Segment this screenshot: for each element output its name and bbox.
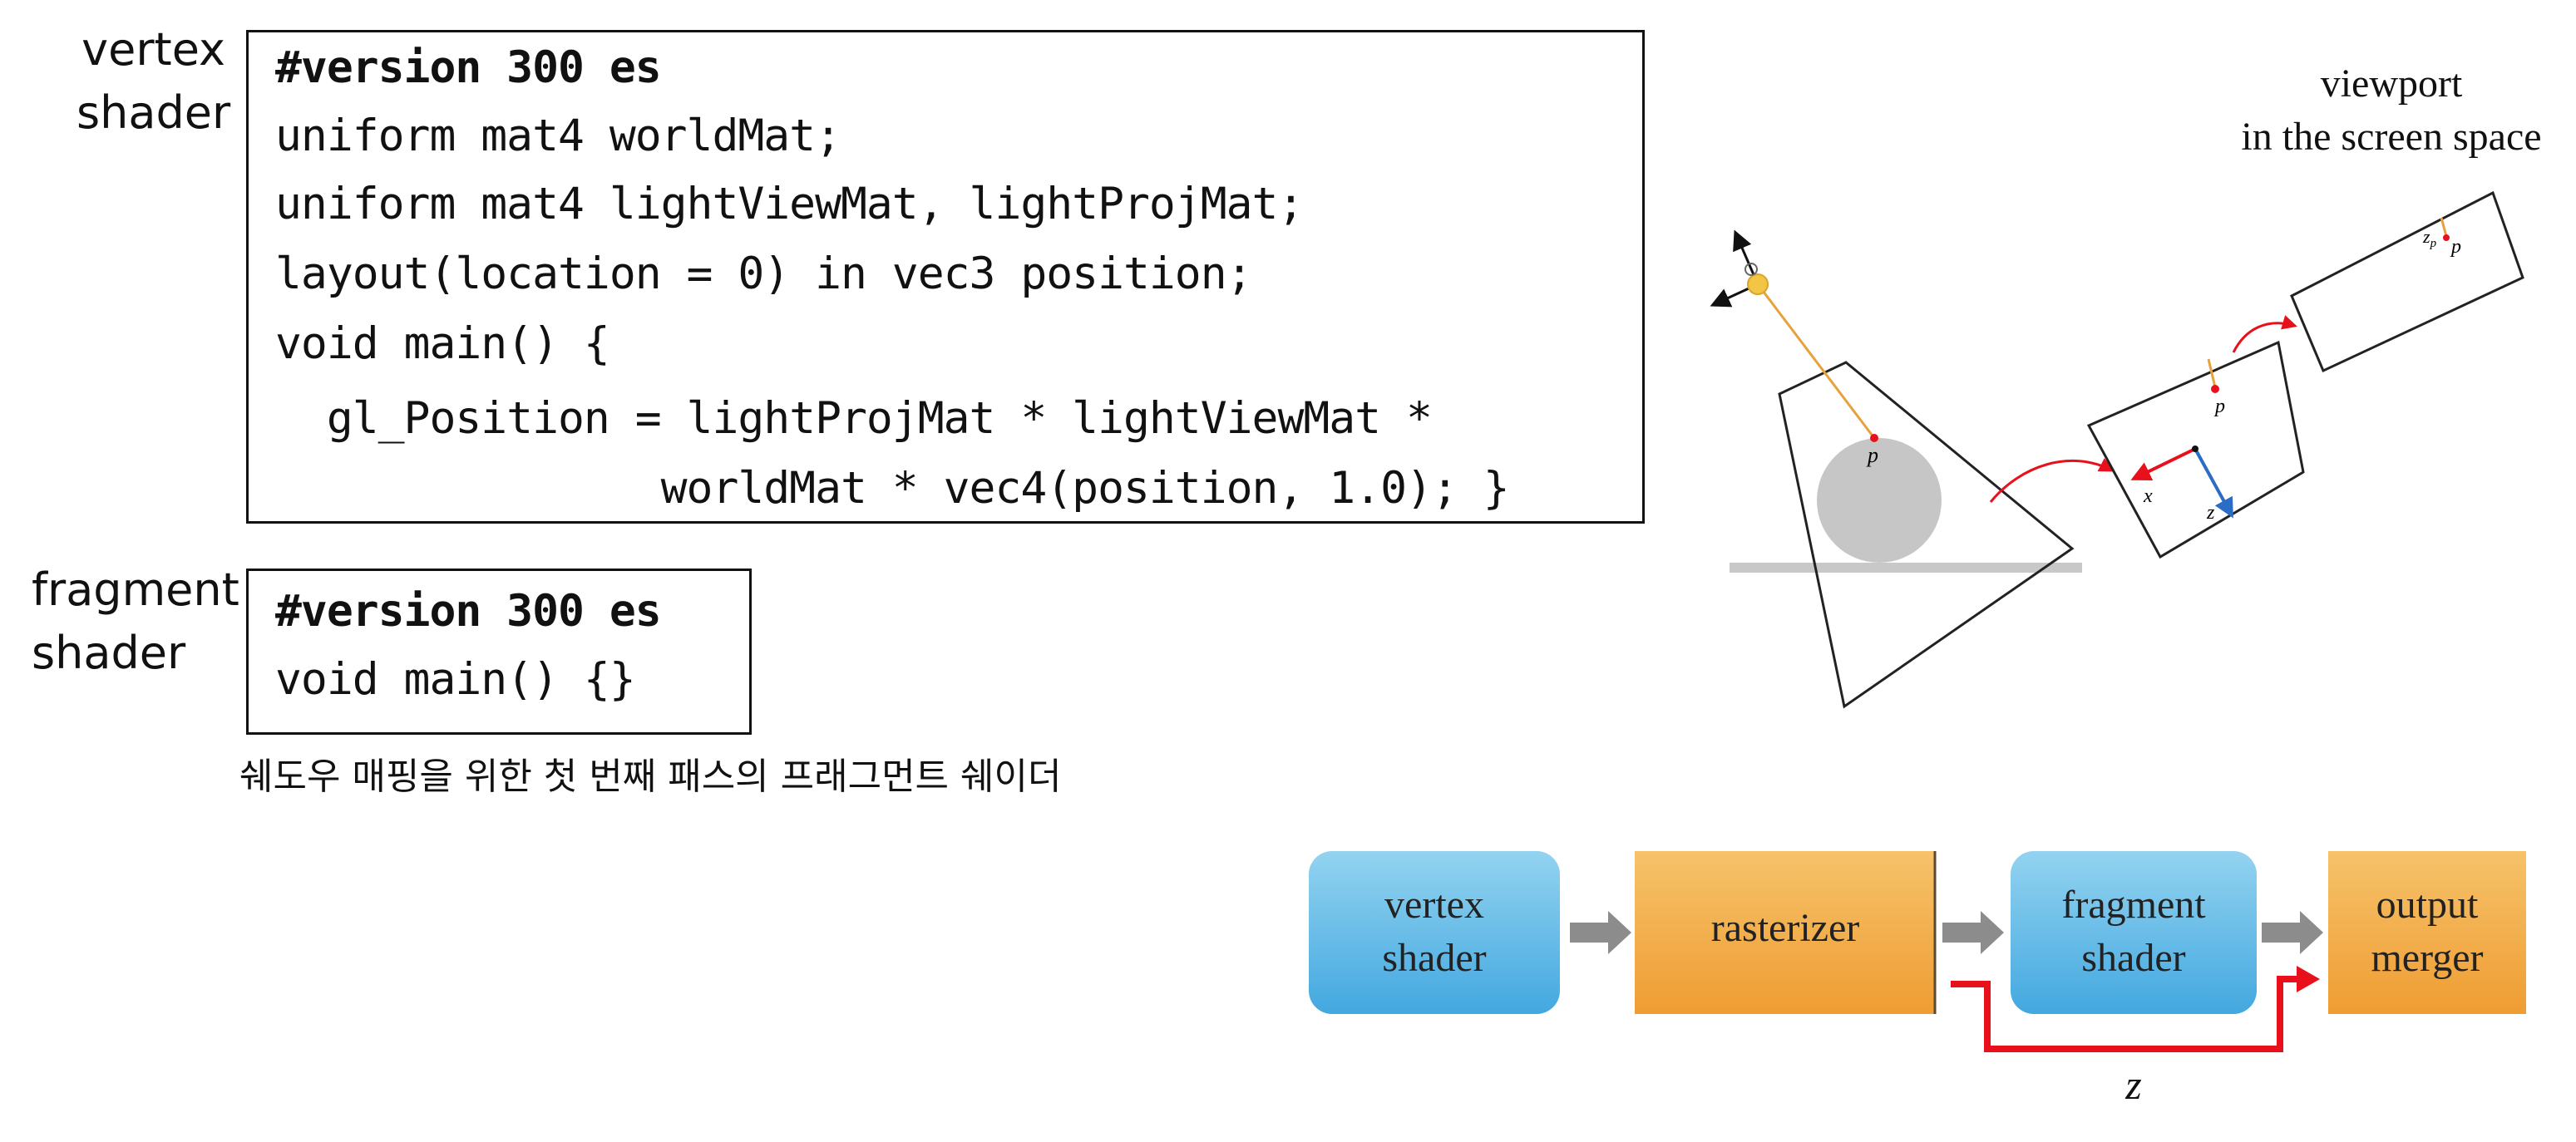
viewport-label-line2: in the screen space (2241, 115, 2541, 159)
clip-ray (2207, 358, 2217, 388)
sphere (1817, 438, 1942, 563)
pipeline-arrow (1570, 911, 1631, 954)
zp-label: zp (2422, 226, 2437, 250)
fragment-shader-label: fragment shader (32, 564, 239, 679)
stage-vertex-shader-line1: vertex (1384, 883, 1484, 927)
code-line: uniform mat4 lightViewMat, lightProjMat; (275, 179, 1304, 229)
stage-vertex-shader-line2: shader (1382, 936, 1486, 980)
z-label: z (2124, 1061, 2141, 1108)
stage-output-merger (2328, 851, 2526, 1014)
stage-rasterizer (1635, 851, 1936, 1014)
stage-output-merger-line1: output (2376, 883, 2479, 927)
pipeline: vertex shader rasterizer fragment shader… (1309, 851, 2526, 1108)
vertex-shader-code-box: #version 300 es uniform mat4 worldMat; u… (246, 30, 1645, 524)
light-ray (1756, 283, 1876, 439)
light-source-ring (1744, 263, 1758, 276)
viewport-label-line1: viewport (2321, 62, 2463, 106)
clip-p-label: p (2213, 396, 2225, 417)
viewport-box (2290, 190, 2524, 373)
stage-fragment-shader-line2: shader (2081, 936, 2185, 980)
stage-vertex-shader (1309, 851, 1560, 1014)
stage-output-merger-line2: merger (2371, 936, 2483, 980)
pipeline-arrow (2262, 911, 2323, 954)
light-source-icon (1747, 273, 1769, 295)
code-line: #version 300 es (275, 42, 662, 93)
point-p-marker (1870, 434, 1878, 442)
viewport-p-marker (2443, 234, 2450, 241)
code-line: gl_Position = lightProjMat * lightViewMa… (275, 393, 1433, 444)
x-axis-arrow (2130, 447, 2196, 481)
viewport-p-label: p (2450, 236, 2461, 258)
stage-rasterizer-label: rasterizer (1711, 906, 1860, 950)
code-line: void main() { (275, 318, 610, 369)
code-line: uniform mat4 worldMat; (275, 111, 841, 161)
viewport-ray (2440, 217, 2448, 237)
caption: 쉐도우 매핑을 위한 첫 번째 패스의 프래그먼트 쉐이더 (239, 756, 1062, 798)
z-axis-arrow (2194, 448, 2233, 519)
stage-fragment-shader (2011, 851, 2257, 1014)
stage-fragment-shader-line1: fragment (2061, 883, 2206, 927)
z-bypass-arrowhead (2297, 966, 2320, 992)
code-line: void main() {} (275, 654, 636, 705)
transform-arrow-1 (1989, 458, 2115, 503)
floor (1730, 563, 2082, 573)
transform-arrow-2 (2232, 315, 2297, 353)
point-p-label: p (1866, 443, 1878, 467)
code-line: #version 300 es (275, 586, 662, 637)
z-axis-label: z (2206, 502, 2215, 524)
fragment-shader-code-box: #version 300 es void main() {} (246, 569, 752, 735)
pipeline-arrow (1942, 911, 2004, 954)
code-line: worldMat * vec4(position, 1.0); } (275, 463, 1510, 514)
x-axis-label: x (2143, 485, 2153, 507)
code-line: layout(location = 0) in vec3 position; (275, 249, 1253, 299)
z-bypass-arrow (1951, 976, 2300, 1052)
clip-p-marker (2211, 385, 2219, 393)
vertex-shader-label: vertex shader (76, 23, 231, 139)
origin-dot (2192, 445, 2198, 452)
